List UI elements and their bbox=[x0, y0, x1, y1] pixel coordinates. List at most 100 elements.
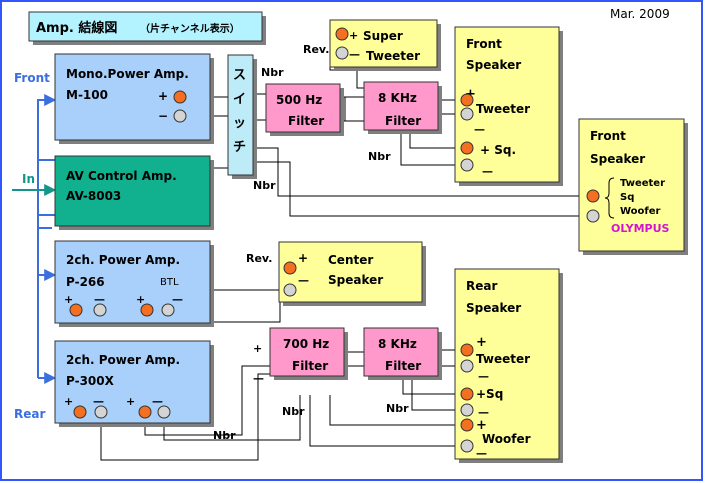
p266-minus1: — bbox=[94, 293, 105, 306]
super-tweeter-minus: — bbox=[349, 48, 360, 61]
rear-speaker-plus3: + bbox=[476, 418, 487, 433]
diagram-subtitle: （片チャンネル表示） bbox=[140, 22, 240, 35]
filter-8khz-rear-line2: Filter bbox=[385, 359, 421, 373]
p300-minus2: — bbox=[152, 395, 163, 408]
rear-woofer-terminal-pos bbox=[460, 418, 474, 432]
super-tweeter-terminal-pos bbox=[335, 27, 349, 41]
wire-label-nbr-olympus: Nbr bbox=[253, 179, 276, 192]
av-control-amp bbox=[54, 155, 211, 227]
mono-amp-terminal-pos bbox=[173, 90, 187, 104]
filter-8khz-front-line2: Filter bbox=[385, 114, 421, 128]
filter-700hz-line2: Filter bbox=[292, 359, 328, 373]
switch-char-2: イ bbox=[233, 92, 246, 107]
rear-speaker-minus3: — bbox=[476, 447, 487, 460]
mono-amp-plus: + bbox=[158, 89, 168, 103]
p266-terminal-neg2 bbox=[161, 303, 175, 317]
p266-btl: BTL bbox=[160, 277, 179, 288]
olympus-speaker-box bbox=[578, 118, 685, 252]
p300-terminal-neg2 bbox=[157, 405, 171, 419]
wire-label-rev-center: Rev. bbox=[246, 252, 272, 265]
rear-sq-terminal-pos bbox=[460, 387, 474, 401]
mono-amp-line1: Mono.Power Amp. bbox=[66, 67, 189, 81]
rear-speaker-sq: +Sq bbox=[476, 387, 503, 401]
p266-terminal-pos1 bbox=[69, 303, 83, 317]
rear-speaker-plus1: + bbox=[476, 335, 487, 350]
diagram-date: Mar. 2009 bbox=[610, 7, 670, 21]
olympus-brand: OLYMPUS bbox=[611, 222, 670, 235]
title-box bbox=[28, 11, 263, 42]
filter-8khz-front-line1: 8 KHz bbox=[378, 91, 417, 105]
p300-plus2: + bbox=[126, 395, 135, 408]
olympus-tweeter: Tweeter bbox=[620, 178, 665, 189]
front-speaker-line2: Speaker bbox=[466, 58, 521, 72]
mono-amp-line2: M-100 bbox=[66, 88, 108, 102]
center-line2: Speaker bbox=[328, 273, 383, 287]
center-minus: — bbox=[298, 274, 309, 287]
p266-plus1: + bbox=[64, 293, 73, 306]
rear-speaker-woofer: Woofer bbox=[482, 432, 531, 446]
rear-speaker-minus1: — bbox=[478, 370, 489, 383]
filter-8khz-front bbox=[363, 81, 439, 131]
wire-label-nbr-rear-sq: Nbr bbox=[386, 402, 409, 415]
av-amp-line2: AV-8003 bbox=[66, 189, 121, 203]
super-tweeter-box bbox=[329, 19, 438, 68]
front-sq-terminal-pos bbox=[460, 141, 474, 155]
side-arrows bbox=[12, 94, 57, 384]
wire-label-minus-700: — bbox=[253, 372, 264, 385]
p266-terminal-pos2 bbox=[140, 303, 154, 317]
p300-minus1: — bbox=[93, 395, 104, 408]
front-speaker-line1: Front bbox=[466, 37, 502, 51]
av-amp-line1: AV Control Amp. bbox=[66, 169, 177, 183]
filter-700hz-line1: 700 Hz bbox=[283, 337, 329, 351]
switch-char-1: ス bbox=[233, 68, 246, 83]
center-speaker-box bbox=[278, 241, 423, 303]
label-in: In bbox=[22, 172, 35, 186]
switch-char-3: ッ bbox=[233, 116, 246, 131]
front-speaker-tweeter: Tweeter bbox=[476, 102, 530, 116]
olympus-sq: Sq bbox=[620, 192, 634, 203]
filter-8khz-rear-line1: 8 KHz bbox=[378, 337, 417, 351]
filter-500hz-line2: Filter bbox=[288, 114, 324, 128]
wire-label-nbr-p300: Nbr bbox=[213, 429, 236, 442]
wire-label-nbr-rear-woofer: Nbr bbox=[282, 405, 305, 418]
olympus-line2: Speaker bbox=[590, 152, 645, 166]
rear-speaker-tweeter: Tweeter bbox=[476, 352, 530, 366]
filter-8khz-rear bbox=[363, 327, 439, 377]
front-tweeter-terminal-neg bbox=[460, 107, 474, 121]
p266-plus2: + bbox=[136, 293, 145, 306]
p266-line1: 2ch. Power Amp. bbox=[66, 253, 180, 267]
center-plus: + bbox=[298, 251, 308, 265]
rear-sq-terminal-neg bbox=[460, 403, 474, 417]
olympus-terminal-pos bbox=[586, 189, 600, 203]
front-tweeter-terminal-pos bbox=[460, 93, 474, 107]
rear-speaker-line2: Speaker bbox=[466, 301, 521, 315]
front-sq-terminal-neg bbox=[460, 158, 474, 172]
olympus-terminal-neg bbox=[586, 209, 600, 223]
center-terminal-pos bbox=[283, 261, 297, 275]
switch-box bbox=[227, 54, 254, 176]
rear-speaker-line1: Rear bbox=[466, 279, 497, 293]
wire-label-nbr-switch: Nbr bbox=[261, 66, 284, 79]
wire-label-nbr-front: Nbr bbox=[368, 150, 391, 163]
wire-label-plus-700: + bbox=[253, 342, 262, 355]
p266-line2: P-266 bbox=[66, 275, 105, 289]
super-tweeter-terminal-neg bbox=[335, 46, 349, 60]
super-tweeter-plus: + bbox=[349, 29, 358, 42]
p300-plus1: + bbox=[64, 395, 73, 408]
front-speaker-box bbox=[454, 26, 560, 183]
p300-terminal-pos1 bbox=[73, 405, 87, 419]
front-speaker-minus2: — bbox=[482, 165, 493, 178]
olympus-woofer: Woofer bbox=[620, 206, 661, 217]
front-speaker-minus1: — bbox=[474, 123, 485, 136]
center-line1: Center bbox=[328, 253, 373, 267]
olympus-line1: Front bbox=[590, 129, 626, 143]
filter-700hz bbox=[269, 327, 345, 377]
diagram-title: Amp. 結線図 bbox=[36, 20, 117, 36]
rear-tweeter-terminal-neg bbox=[460, 359, 474, 373]
rear-tweeter-terminal-pos bbox=[460, 343, 474, 357]
p266-terminal-neg1 bbox=[93, 303, 107, 317]
p300-line2: P-300X bbox=[66, 374, 115, 388]
filter-500hz bbox=[265, 83, 341, 133]
center-terminal-neg bbox=[283, 283, 297, 297]
